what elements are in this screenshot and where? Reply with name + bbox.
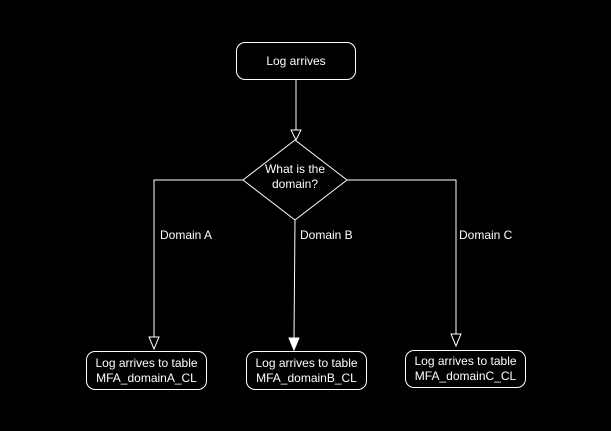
table-b-node: Log arrives to table MFA_domainB_CL [246, 351, 367, 390]
edge-label-domain-c: Domain C [459, 228, 513, 242]
start-node-label: Log arrives [266, 53, 326, 68]
edge-label-domain-a: Domain A [160, 228, 213, 242]
open-arrowhead-decision [290, 129, 302, 142]
table-c-node: Log arrives to table MFA_domainC_CL [405, 350, 526, 388]
table-c-line1: Log arrives to table [414, 354, 517, 368]
decision-node-label: What is the domain? [241, 162, 349, 192]
table-a-line1: Log arrives to table [95, 355, 198, 370]
start-node: Log arrives [236, 42, 356, 80]
open-arrowhead-table-c [450, 333, 462, 348]
filled-arrowhead-table-b [288, 337, 300, 352]
decision-label-line1: What is the [264, 162, 326, 176]
table-a-line2: MFA_domainA_CL [96, 370, 197, 385]
table-b-line1: Log arrives to table [255, 355, 358, 370]
decision-label-line2: domain? [271, 177, 319, 191]
table-b-line2: MFA_domainB_CL [256, 370, 357, 385]
edge-decision-to-table-c [347, 179, 457, 334]
edge-decision-to-table-a [153, 179, 243, 337]
table-c-line2: MFA_domainC_CL [414, 369, 517, 383]
edge-decision-to-table-b [293, 219, 296, 339]
open-arrowhead-table-a [148, 336, 160, 351]
edge-label-domain-b: Domain B [300, 228, 353, 242]
table-a-node: Log arrives to table MFA_domainA_CL [86, 351, 207, 390]
